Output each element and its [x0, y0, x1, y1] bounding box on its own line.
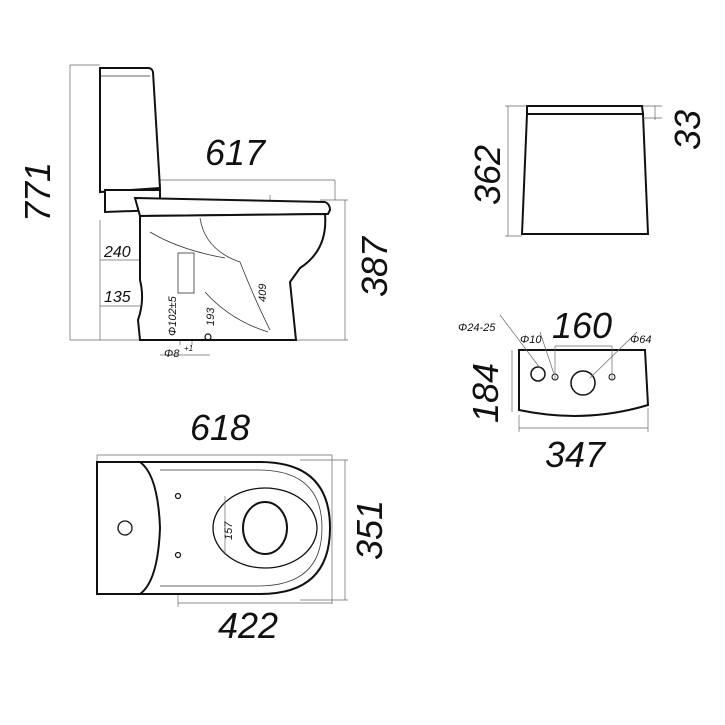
seat-hinge-hole-left: [174, 492, 182, 500]
hole-a-label: Φ24-25: [458, 322, 496, 334]
tank-top-view: 160 184 347 Φ24-25 Φ10 Φ64: [458, 305, 651, 475]
hole-spacing-label: 160: [552, 305, 612, 346]
flush-hole: [570, 370, 596, 396]
rough-in-label: 240: [103, 244, 131, 261]
hole-c-label: Φ64: [630, 334, 651, 346]
tank-top-outline: [518, 349, 650, 417]
seat-hinge-hole-right: [174, 551, 182, 559]
tank-height-label: 362: [467, 145, 508, 205]
fixing-hole: [204, 333, 212, 341]
outlet-diameter-label: Φ102±5: [167, 295, 179, 336]
tank-width-label: 347: [545, 434, 607, 475]
width-label: 351: [349, 500, 390, 560]
hole-tolerance-label: +1: [184, 344, 193, 353]
cistern-top: [96, 461, 162, 595]
drain-opening: [242, 501, 288, 555]
hole-b-label: Φ10: [520, 334, 542, 346]
tank-depth-label: 184: [465, 363, 506, 423]
outlet-offset-label: 193: [205, 307, 217, 326]
seat-rim: [160, 469, 323, 587]
tank-front-view: 362 33: [467, 105, 708, 237]
cistern-side: [99, 67, 162, 194]
trapway-line: [199, 217, 271, 331]
bowl-length-label: 422: [218, 605, 278, 646]
bowl-side: [136, 212, 327, 341]
cistern-top-hole: [117, 520, 133, 536]
pipe-height-label: 135: [104, 289, 131, 306]
top-view: 618 351 422 157: [96, 407, 390, 646]
hole-diameter-label: Φ8: [164, 348, 180, 360]
side-view: 771 617 387 240 135 Φ102±5 193 409 Φ8 +1: [17, 64, 395, 360]
bowl-opening: [212, 487, 318, 569]
height-label: 771: [17, 162, 58, 222]
lid-height-label: 33: [667, 110, 708, 150]
tank-lid: [526, 105, 645, 115]
outlet-pipe: [177, 252, 195, 294]
hole-spacing-top-label: 157: [223, 521, 235, 540]
hole-a: [530, 366, 546, 382]
tank-body: [520, 113, 650, 235]
bowl-height-label: 409: [257, 284, 269, 302]
seat-height-label: 387: [354, 235, 395, 297]
length-label: 618: [190, 407, 250, 448]
seat-side: [133, 196, 332, 218]
depth-label: 617: [205, 132, 267, 173]
